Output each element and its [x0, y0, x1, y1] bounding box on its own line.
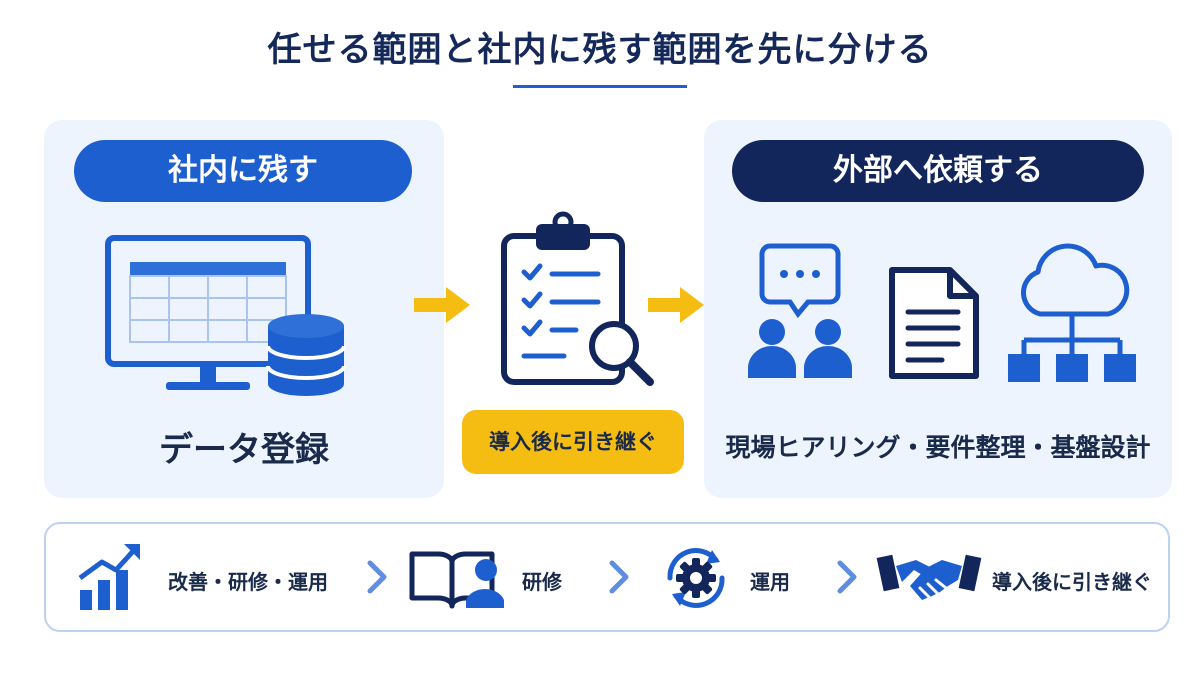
data-entry-label: データ登録 — [159, 430, 329, 470]
bar-chart-growth-icon — [78, 544, 140, 610]
clipboard-checklist-magnifier-icon — [501, 211, 654, 386]
gear-cycle-icon — [667, 548, 725, 608]
support-flow-bar — [44, 522, 1170, 632]
flow-step-label: 改善・研修・運用 — [168, 570, 328, 594]
flow-step-label: 導入後に引き継ぐ — [992, 570, 1152, 594]
title-underline — [513, 85, 687, 88]
flow-step-label: 研修 — [522, 570, 562, 594]
keep-in-house-heading: 社内に残す — [74, 140, 412, 202]
cloud-network-icon — [1008, 243, 1136, 382]
outsource-heading: 外部へ依頼する — [732, 140, 1144, 202]
page-title: 任せる範囲と社内に残す範囲を先に分ける — [267, 30, 933, 70]
people-chat-icon — [748, 243, 852, 378]
arrow-right-icon — [648, 287, 704, 323]
book-person-icon — [409, 551, 504, 609]
monitor-spreadsheet-icon — [105, 235, 311, 390]
chevron-right-icon — [837, 560, 857, 594]
outsourced-tasks-label: 現場ヒアリング・要件整理・基盤設計 — [725, 433, 1151, 462]
chevron-right-icon — [609, 560, 629, 594]
database-icon — [266, 314, 346, 396]
handshake-icon — [876, 554, 982, 600]
flow-step-label: 運用 — [750, 570, 790, 594]
handover-badge: 導入後に引き継ぐ — [462, 410, 684, 474]
document-icon — [889, 267, 979, 379]
chevron-right-icon — [367, 560, 387, 594]
arrow-right-icon — [414, 287, 470, 323]
